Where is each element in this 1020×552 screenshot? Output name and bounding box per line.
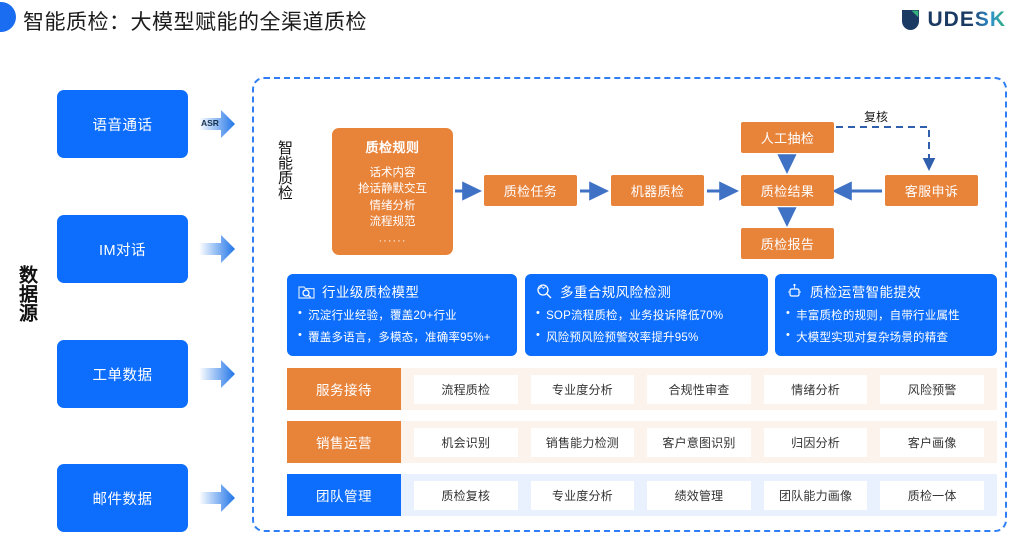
arrow-right-icon: ASR	[199, 110, 235, 138]
matrix-cell[interactable]: 专业度分析	[530, 374, 635, 404]
qc-rule-box: 质检规则 话术内容 抢话静默交互 情绪分析 流程规范 ······	[332, 128, 453, 255]
data-source-card-label: 工单数据	[92, 367, 153, 384]
bullet-icon: •	[536, 329, 541, 341]
matrix-cell[interactable]: 合规性审查	[647, 374, 751, 404]
feature-card-operation-efficiency[interactable]: 质检运营智能提效 • 丰富质检的规则，自带行业属性 • 大模型实现对复杂场景的精…	[775, 274, 997, 356]
udesk-shield-icon	[901, 9, 920, 31]
matrix-row-cells: 流程质检 专业度分析 合规性审查 情绪分析 风险预警	[401, 374, 997, 404]
data-source-card-ticket[interactable]: 工单数据	[57, 340, 188, 408]
matrix-cell[interactable]: 销售能力检测	[530, 427, 635, 457]
matrix-row-label[interactable]: 团队管理	[287, 474, 401, 516]
feature-card-bullet-text: 大模型实现对复杂场景的精查	[796, 332, 949, 344]
feature-card-header: 质检运营智能提效	[786, 281, 986, 301]
matrix-row-team: 团队管理 质检复核 专业度分析 绩效管理 团队能力画像 质检一体	[287, 474, 997, 516]
bullet-icon: •	[298, 329, 303, 341]
data-source-card-email[interactable]: 邮件数据	[57, 464, 188, 532]
flow-node-machine-qc[interactable]: 机器质检	[611, 175, 704, 206]
matrix-cell[interactable]: 机会识别	[414, 427, 518, 457]
data-source-card-voice[interactable]: 语音通话	[57, 90, 188, 158]
flow-node-qc-report[interactable]: 质检报告	[741, 228, 834, 259]
feature-card-compliance-risk[interactable]: 多重合规风险检测 • SOP流程质检，业务投诉降低70% • 风险预风险预警效率…	[525, 274, 768, 356]
bullet-icon: •	[786, 307, 791, 319]
bullet-icon: •	[536, 307, 541, 319]
page-title: 智能质检：大模型赋能的全渠道质检	[23, 11, 367, 34]
risk-magnifier-icon	[536, 283, 553, 300]
panel-vertical-label: 智能质检	[276, 140, 293, 200]
matrix-cell[interactable]: 流程质检	[414, 374, 518, 404]
feature-card-bullet: • 丰富质检的规则，自带行业属性	[786, 307, 986, 323]
qc-rule-item: 情绪分析	[369, 199, 416, 212]
matrix-cell[interactable]: 质检复核	[414, 480, 518, 510]
arrow-right-icon	[199, 484, 235, 512]
brand-logo: UDESK	[901, 8, 1006, 32]
matrix-row-service: 服务接待 流程质检 专业度分析 合规性审查 情绪分析 风险预警	[287, 368, 997, 410]
matrix-row-sales: 销售运营 机会识别 销售能力检测 客户意图识别 归因分析 客户画像	[287, 421, 997, 463]
matrix-cell[interactable]: 情绪分析	[763, 374, 868, 404]
qc-rule-item: 抢话静默交互	[358, 183, 427, 196]
matrix-row-cells: 质检复核 专业度分析 绩效管理 团队能力画像 质检一体	[401, 480, 997, 510]
arrow-right-icon	[199, 235, 235, 263]
arrow-right-icon	[199, 360, 235, 388]
feature-card-bullet: • 大模型实现对复杂场景的精查	[786, 329, 986, 345]
matrix-row-label[interactable]: 销售运营	[287, 421, 401, 463]
qc-rule-item: 话术内容	[369, 167, 416, 179]
bullet-icon: •	[786, 329, 791, 341]
flow-node-agent-appeal[interactable]: 客服申诉	[885, 175, 978, 206]
intelligent-qc-panel	[252, 77, 1007, 532]
flow-node-manual-sampling[interactable]: 人工抽检	[741, 122, 834, 153]
folder-search-icon	[298, 283, 315, 300]
feature-card-bullet-text: 风险预风险预警效率提升95%	[546, 332, 699, 344]
feature-card-header: 多重合规风险检测	[536, 281, 757, 301]
feature-card-title: 多重合规风险检测	[560, 285, 672, 300]
matrix-cell[interactable]: 质检一体	[880, 480, 984, 510]
feature-card-bullet-text: 沉淀行业经验，覆盖20+行业	[308, 310, 457, 322]
data-source-card-label: 语音通话	[92, 117, 153, 134]
data-source-label: 数据源	[16, 265, 37, 322]
matrix-cell[interactable]: 客户画像	[880, 427, 984, 457]
data-source-card-label: 邮件数据	[92, 491, 153, 508]
matrix-row-cells: 机会识别 销售能力检测 客户意图识别 归因分析 客户画像	[401, 427, 997, 457]
matrix-cell[interactable]: 风险预警	[880, 374, 984, 404]
feature-card-bullet: • SOP流程质检，业务投诉降低70%	[536, 307, 757, 323]
qc-rule-list: 话术内容 抢话静默交互 情绪分析 流程规范	[332, 165, 453, 230]
feature-card-bullet-text: SOP流程质检，业务投诉降低70%	[546, 310, 724, 322]
feature-card-title: 行业级质检模型	[322, 285, 420, 300]
matrix-cell[interactable]: 专业度分析	[530, 480, 635, 510]
feature-card-bullet-text: 丰富质检的规则，自带行业属性	[796, 310, 960, 322]
flow-node-qc-result[interactable]: 质检结果	[741, 175, 834, 206]
circle-badge-icon	[0, 2, 16, 32]
brand-logo-text: UDESK	[927, 8, 1006, 31]
data-source-card-im[interactable]: IM对话	[57, 215, 188, 283]
feature-card-bullet: • 覆盖多语言，多模态，准确率95%+	[298, 329, 506, 345]
matrix-row-label[interactable]: 服务接待	[287, 368, 401, 410]
feature-card-header: 行业级质检模型	[298, 281, 506, 301]
qc-rule-ellipsis: ······	[378, 235, 407, 248]
flow-edge-label-recheck: 复核	[864, 110, 889, 124]
feature-card-bullet: • 风险预风险预警效率提升95%	[536, 329, 757, 345]
flow-node-qc-task[interactable]: 质检任务	[484, 175, 577, 206]
data-source-card-label: IM对话	[98, 242, 147, 259]
bullet-icon: •	[298, 307, 303, 319]
qc-rule-title: 质检规则	[365, 140, 420, 155]
feature-card-industry-model[interactable]: 行业级质检模型 • 沉淀行业经验，覆盖20+行业 • 覆盖多语言，多模态，准确率…	[287, 274, 517, 356]
gear-robot-icon	[786, 283, 803, 300]
matrix-cell[interactable]: 归因分析	[763, 427, 868, 457]
matrix-cell[interactable]: 团队能力画像	[763, 480, 868, 510]
qc-rule-item: 流程规范	[369, 215, 416, 228]
feature-card-bullet: • 沉淀行业经验，覆盖20+行业	[298, 307, 506, 323]
asr-label: ASR	[201, 118, 219, 128]
matrix-cell[interactable]: 绩效管理	[647, 480, 751, 510]
feature-card-bullet-text: 覆盖多语言，多模态，准确率95%+	[308, 332, 491, 344]
feature-card-title: 质检运营智能提效	[810, 285, 922, 300]
matrix-cell[interactable]: 客户意图识别	[647, 427, 751, 457]
